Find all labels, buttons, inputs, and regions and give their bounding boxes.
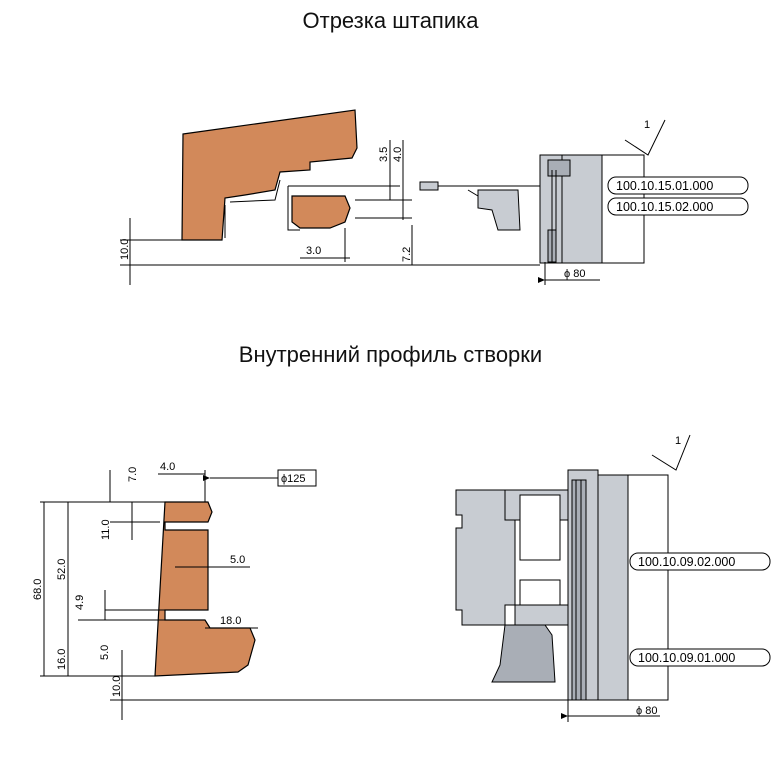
bottom-roughness: 1: [675, 435, 681, 447]
bottom-dim-52: 52.0: [56, 559, 68, 580]
bottom-dim-10: 10.0: [111, 676, 123, 697]
top-dim-3-0: 3.0: [306, 245, 321, 257]
top-section: 10.0 3.5 4.0 7.2 3.0 ϕ 80 1: [119, 109, 749, 285]
top-dim-3-5: 3.5: [378, 147, 390, 162]
top-dim-10: 10.0: [119, 239, 131, 260]
top-dim-7-2: 7.2: [401, 247, 413, 262]
title-top: Отрезка штапика: [302, 8, 479, 33]
top-part-number-2: 100.10.15.02.000: [616, 200, 713, 214]
bottom-part-number-2: 100.10.09.01.000: [638, 651, 735, 665]
top-cutter-body: [477, 189, 521, 231]
top-wood-profile: [181, 109, 358, 241]
bottom-dim-68: 68.0: [32, 579, 44, 600]
bottom-wood-profile: [154, 501, 256, 677]
top-dim-4-0: 4.0: [392, 147, 404, 162]
bottom-dim-18: 18.0: [220, 615, 241, 627]
bottom-dim-5-a: 5.0: [230, 554, 245, 566]
bottom-cutter-knife: [491, 624, 556, 683]
top-part-number-1: 100.10.15.01.000: [616, 179, 713, 193]
top-dim-dia-80: ϕ 80: [564, 268, 585, 280]
bottom-dim-dia-125: ϕ125: [281, 473, 306, 485]
bottom-dim-11: 11.0: [100, 519, 112, 540]
bottom-part-number-1: 100.10.09.02.000: [638, 555, 735, 569]
bottom-dim-5-b: 5.0: [99, 645, 111, 660]
top-bead: [291, 195, 351, 229]
bottom-dim-4-9: 4.9: [74, 595, 86, 610]
title-bottom: Внутренний профиль створки: [238, 342, 543, 367]
bottom-dim-4: 4.0: [160, 461, 175, 473]
bottom-dim-dia-80: ϕ 80: [636, 705, 657, 717]
bottom-dim-7: 7.0: [127, 467, 139, 482]
top-roughness: 1: [644, 119, 650, 131]
bottom-dim-16: 16.0: [56, 649, 68, 670]
bottom-section: 68.0 52.0 16.0 7.0 11.0 4.0 ϕ125 5.0 4.9…: [32, 434, 771, 722]
